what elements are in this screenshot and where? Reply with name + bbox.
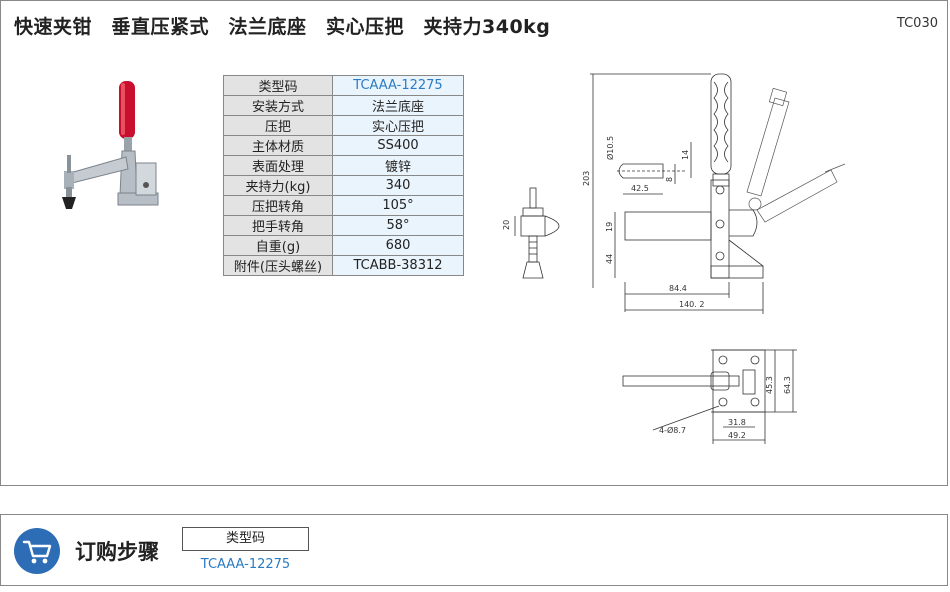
spec-value: 法兰底座 [332, 95, 464, 116]
screw-drawing [514, 187, 560, 279]
dim-44: 44 [605, 254, 614, 264]
spec-value: 实心压把 [332, 115, 464, 136]
dim-203: 203 [582, 171, 591, 186]
dim-holes: 4-Ø8.7 [659, 425, 686, 435]
dim-64-3: 64.3 [783, 376, 792, 394]
table-row: 夹持力(kg)340 [223, 175, 464, 196]
spec-key: 压把 [223, 115, 333, 136]
order-steps-title: 订购步骤 [75, 540, 159, 564]
spec-key: 自重(g) [223, 235, 333, 256]
spec-key: 类型码 [223, 75, 333, 96]
table-row: 附件(压头螺丝)TCABB-38312 [223, 255, 464, 276]
spec-key: 把手转角 [223, 215, 333, 236]
spec-key: 表面处理 [223, 155, 333, 176]
spec-value[interactable]: TCAAA-12275 [332, 75, 464, 96]
table-row: 安装方式法兰底座 [223, 95, 464, 116]
order-field-value[interactable]: TCAAA-12275 [200, 557, 291, 572]
order-panel [0, 514, 948, 586]
spec-key: 压把转角 [223, 195, 333, 216]
dim-42-5: 42.5 [631, 184, 649, 193]
spec-value: TCABB-38312 [332, 255, 464, 276]
dim-31-8: 31.8 [728, 418, 746, 427]
product-photo [62, 81, 159, 209]
technical-drawing: 20 203 Ø10.5 14 8 42.5 19 44 84.4 140. 2 [502, 73, 846, 444]
dim-19: 19 [605, 222, 614, 232]
dim-20: 20 [502, 220, 511, 230]
spec-value: 680 [332, 235, 464, 256]
table-row: 自重(g)680 [223, 235, 464, 256]
product-panel [0, 0, 948, 486]
spec-value: 105° [332, 195, 464, 216]
spec-value: 58° [332, 215, 464, 236]
dim-140-2: 140. 2 [679, 300, 704, 309]
table-row: 表面处理镀锌 [223, 155, 464, 176]
spec-key: 安装方式 [223, 95, 333, 116]
spec-key: 附件(压头螺丝) [223, 255, 333, 276]
dim-14: 14 [681, 150, 690, 160]
dim-d10-5: Ø10.5 [605, 136, 615, 160]
cart-glyph-icon [22, 540, 52, 564]
dim-45-3: 45.3 [765, 376, 774, 394]
spec-value: SS400 [332, 135, 464, 156]
dim-84-4: 84.4 [669, 284, 687, 293]
dim-8: 8 [665, 177, 674, 182]
spec-key: 夹持力(kg) [223, 175, 333, 196]
spec-value: 340 [332, 175, 464, 196]
order-field-label: 类型码 [182, 527, 309, 551]
spec-value: 镀锌 [332, 155, 464, 176]
spec-key: 主体材质 [223, 135, 333, 156]
product-code: TC030 [896, 16, 938, 31]
page-title: 快速夹钳 垂直压紧式 法兰底座 实心压把 夹持力340kg [14, 16, 551, 38]
dim-49-2: 49.2 [728, 431, 746, 440]
table-row: 压把实心压把 [223, 115, 464, 136]
shopping-cart-icon [14, 528, 60, 574]
